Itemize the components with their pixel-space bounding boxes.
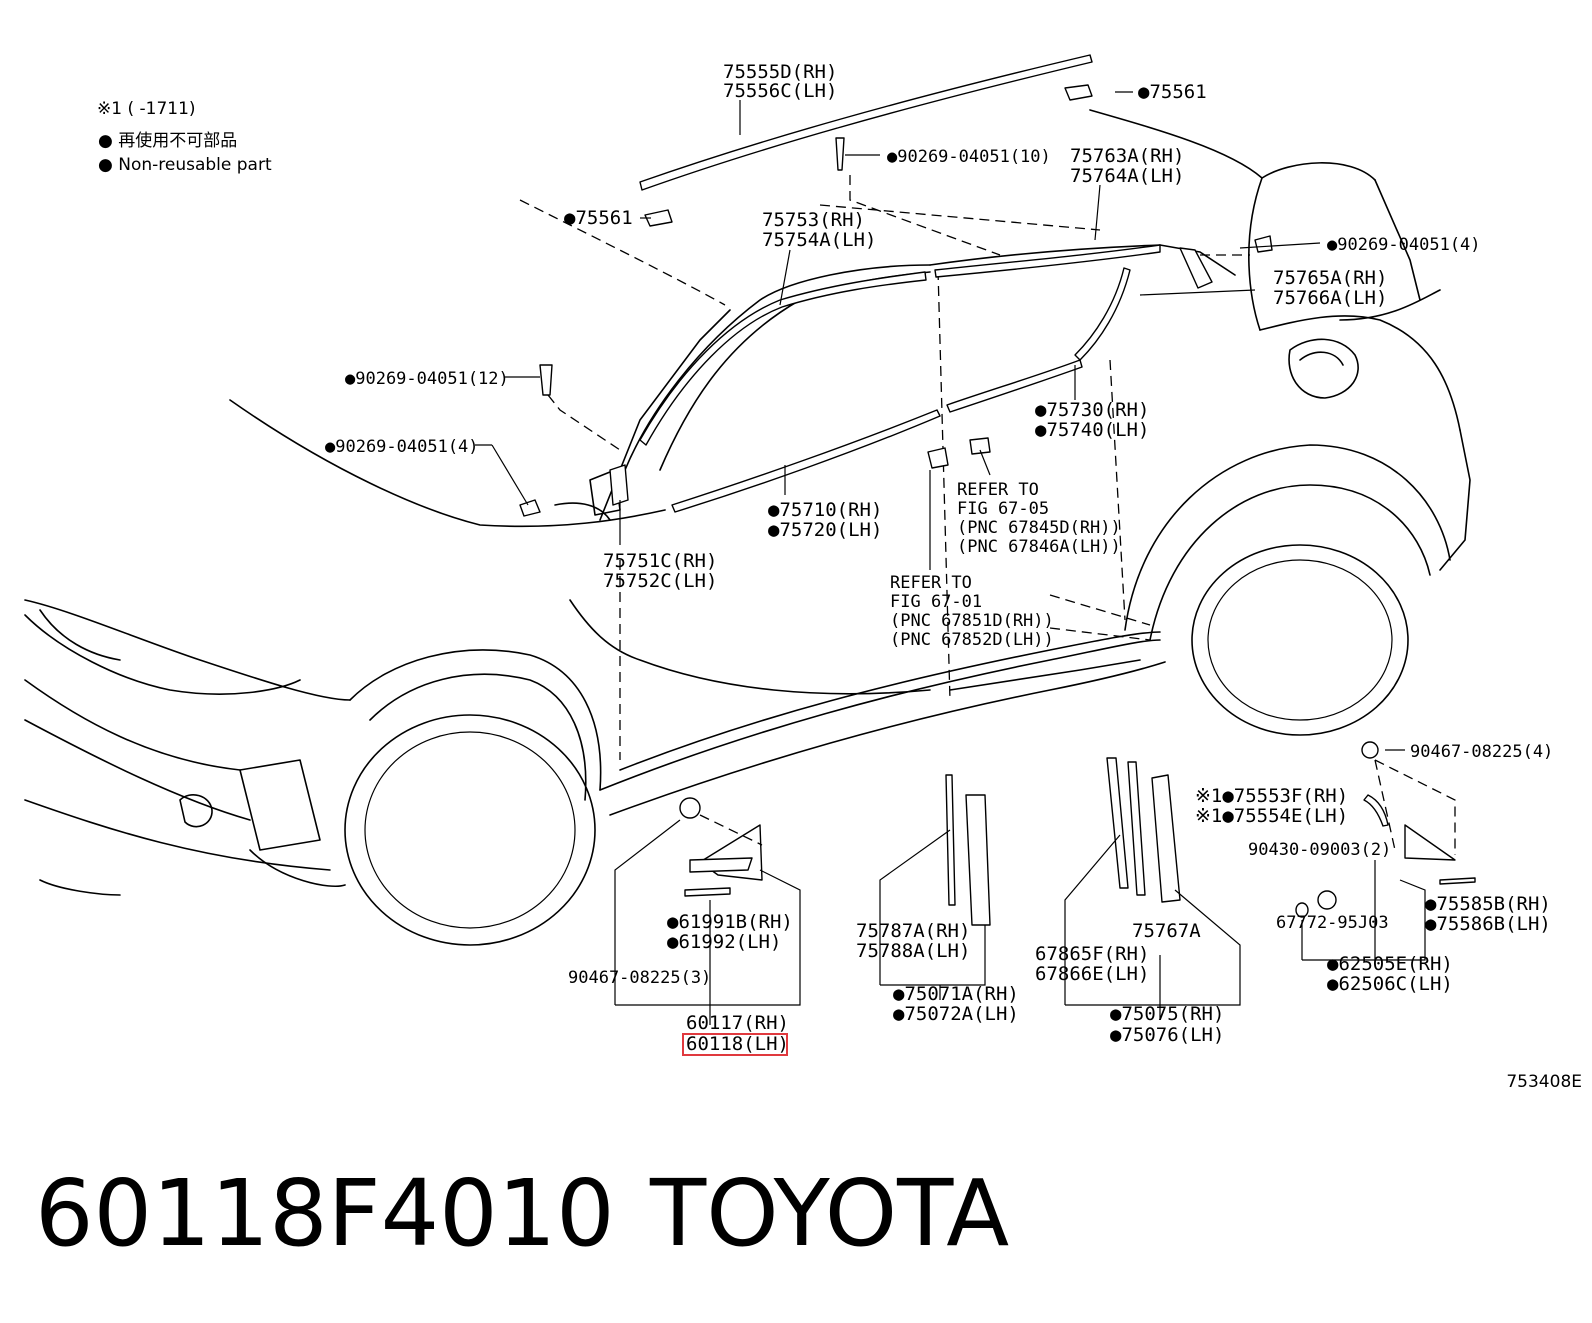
legend-en: ● Non-reusable part (98, 155, 272, 175)
label-pillar-rh: 75751C(RH) (603, 550, 717, 572)
label-emb-rh: ※1●75553F(RH) (1195, 785, 1348, 807)
label-refer-b-1: REFER TO (890, 573, 972, 593)
clip-75561-top (1064, 84, 1093, 101)
label-guard-lh: 60118(LH) (686, 1033, 789, 1055)
brand-name: TOYOTA (649, 1160, 1009, 1267)
label-rear-belt-rh: ●75730(RH) (1035, 399, 1149, 421)
label-mud-rh: ●62505E(RH) (1327, 953, 1453, 975)
label-refer-b-2: FIG 67-01 (890, 592, 982, 612)
rear-belt-moulding (946, 359, 1083, 413)
cushion-67772 (1317, 890, 1337, 910)
legend-note: ※1 ( -1711) (97, 99, 196, 119)
label-c-tape-rh: ●75075(RH) (1110, 1003, 1224, 1025)
highlight-box (682, 1033, 788, 1056)
legend-jp: ● 再使用不可部品 (98, 130, 237, 151)
label-clip-3: 90467-08225(3) (568, 968, 711, 988)
clip-90467-4 (1361, 741, 1379, 759)
label-guard-rh: 60117(RH) (686, 1012, 789, 1034)
label-bp-tape-lh: ●75072A(LH) (893, 1003, 1019, 1025)
label-screw4-left: ●90269-04051(4) (325, 437, 479, 457)
label-front-upper-rh: 75753(RH) (762, 209, 865, 231)
b-pillar-garnish (965, 794, 991, 926)
labels: ※1 ( -1711) ● 再使用不可部品 ● Non-reusable par… (35, 61, 1582, 1267)
garnish-75585 (1439, 877, 1476, 885)
quarter-window-moulding (1179, 247, 1213, 289)
label-roof-rh: 75555D(RH) (723, 61, 837, 83)
emblem-75553 (1363, 794, 1389, 827)
part-number: 60118F4010 (35, 1160, 615, 1267)
clip-60117 (679, 797, 701, 819)
label-screw10: ●90269-04051(10) (887, 147, 1051, 167)
figure-id: 753408E (1506, 1072, 1582, 1092)
screw-10 (835, 137, 845, 171)
mouldings (519, 54, 1273, 517)
c-pillar-garnish (1151, 774, 1181, 903)
label-refer-b-3: (PNC 67851D(RH)) (890, 611, 1054, 631)
label-screw12: ●90269-04051(12) (345, 369, 509, 389)
label-refer-a-1: REFER TO (957, 480, 1039, 500)
label-garnish-rh: ●75585B(RH) (1425, 893, 1551, 915)
mud-flap-62505 (1404, 824, 1456, 861)
leader-lines (475, 91, 1456, 1025)
a-pillar-garnish (609, 464, 629, 506)
b-pillar-strip (945, 774, 956, 906)
label-roof-lh: 75556C(LH) (723, 80, 837, 102)
label-refer-a-4: (PNC 67846A(LH)) (957, 537, 1121, 557)
label-c-rh: 67865F(RH) (1035, 943, 1149, 965)
label-clip-2: 90430-09003(2) (1248, 840, 1391, 860)
c-pillar-strip-2 (1127, 761, 1146, 896)
screw-4-left (519, 499, 541, 517)
label-pillar-lh: 75752C(LH) (603, 570, 717, 592)
pad-61991 (684, 887, 731, 897)
label-quarter-lh: 75766A(LH) (1273, 287, 1387, 309)
label-refer-b-4: (PNC 67852D(LH)) (890, 630, 1054, 650)
label-bp-tape-rh: ●75071A(RH) (893, 983, 1019, 1005)
screw-4-right (1254, 235, 1273, 253)
label-c-tape-lh: ●75076(LH) (1110, 1024, 1224, 1046)
label-front-upper-lh: 75754A(LH) (762, 229, 876, 251)
clip-75561-left (644, 209, 673, 227)
label-rear-upper-lh: 75764A(LH) (1070, 165, 1184, 187)
label-bpillar-lh: 75788A(LH) (856, 940, 970, 962)
clip-90430 (1295, 902, 1309, 918)
label-emb-lh: ※1●75554E(LH) (1195, 805, 1348, 827)
label-clip-top: ●75561 (1138, 81, 1207, 103)
rear-door-pillar-moulding (1074, 267, 1131, 361)
detail-parts (679, 741, 1476, 926)
label-rear-belt-lh: ●75740(LH) (1035, 419, 1149, 441)
label-quarter-rh: 75765A(RH) (1273, 267, 1387, 289)
label-c-lh: 67866E(LH) (1035, 963, 1149, 985)
rear-door-frame-moulding (934, 244, 1161, 278)
label-pad-lh: ●61992(LH) (667, 931, 781, 953)
label-cpillar: 75767A (1132, 920, 1201, 942)
front-belt-moulding (671, 409, 941, 513)
label-cushion: 67772-95J03 (1276, 913, 1389, 933)
label-refer-a-2: FIG 67-05 (957, 499, 1049, 519)
bracket-refer-b (927, 447, 949, 469)
bracket-refer-a (969, 437, 991, 455)
label-refer-a-3: (PNC 67845D(RH)) (957, 518, 1121, 538)
screw-12 (539, 364, 553, 396)
label-clip-left: ●75561 (564, 207, 633, 229)
label-pad-rh: ●61991B(RH) (667, 911, 793, 933)
vehicle-outline (24, 109, 1471, 946)
label-rear-upper-rh: 75763A(RH) (1070, 145, 1184, 167)
front-door-frame-moulding (639, 271, 927, 446)
roof-moulding (639, 54, 1093, 191)
label-clip-4: 90467-08225(4) (1410, 742, 1553, 762)
label-screw4-right: ●90269-04051(4) (1327, 235, 1481, 255)
c-pillar-strip-1 (1106, 757, 1129, 889)
label-front-belt-lh: ●75720(LH) (768, 519, 882, 541)
label-mud-lh: ●62506C(LH) (1327, 973, 1453, 995)
label-front-belt-rh: ●75710(RH) (768, 499, 882, 521)
label-bpillar-rh: 75787A(RH) (856, 920, 970, 942)
label-garnish-lh: ●75586B(LH) (1425, 913, 1551, 935)
